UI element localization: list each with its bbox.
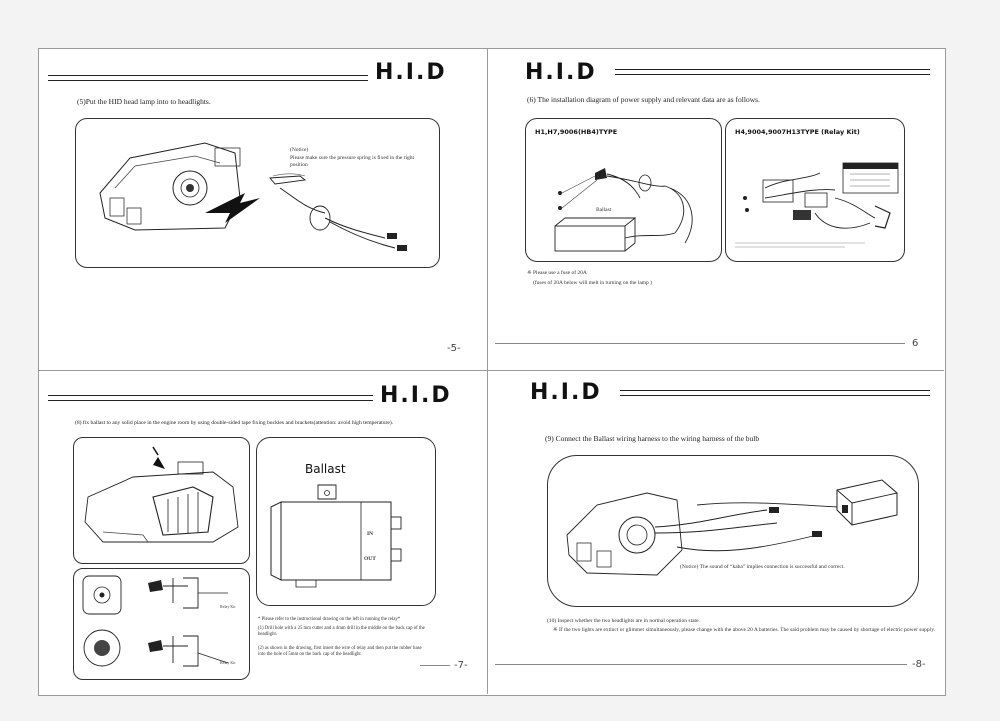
relay-note-intro: * Please refer to the instructional draw…	[258, 617, 401, 622]
relay-note-step-1: (1) Drill hole with a 25 mm cutter and a…	[258, 626, 425, 638]
title-rule	[620, 395, 930, 396]
ballast-in-label: IN	[367, 531, 374, 537]
horizontal-page-divider	[38, 370, 944, 371]
ballast-panel	[256, 437, 436, 606]
footer-rule	[495, 664, 907, 665]
title-rule	[615, 74, 930, 75]
h1-h7-panel	[525, 118, 722, 262]
engine-room-panel	[73, 437, 250, 564]
check-step-10-note: ※ If the two lights are extinct or glimm…	[553, 627, 935, 633]
step-9-text: (9) Connect the Ballast wiring harness t…	[545, 434, 760, 443]
relay-kit-label-1: Relay Kit	[220, 604, 236, 609]
title-rule	[620, 390, 930, 391]
title-rule	[48, 75, 368, 76]
page-number: -8-	[910, 659, 928, 670]
connection-notice: (Notice) The sound of “kaba” implies con…	[680, 564, 845, 570]
ballast-label: Ballast	[596, 207, 612, 213]
title-rule	[48, 400, 373, 401]
page-number: -7-	[454, 660, 468, 671]
footer-rule	[495, 343, 905, 344]
relay-kit-label-2: Relay Kit	[220, 660, 236, 665]
brand-title: H.I.D	[530, 380, 602, 405]
relay-install-illustration	[82, 575, 229, 667]
title-rule	[48, 395, 373, 396]
footer-rule	[420, 665, 450, 666]
step-5-text: (5)Put the HID head lamp into to headlig…	[77, 97, 211, 106]
title-rule	[48, 80, 368, 81]
notice-title: (Notice)	[290, 147, 309, 153]
title-rule	[615, 69, 930, 70]
fuse-note: ※ Please use a fuse of 20A	[527, 270, 587, 276]
ballast-title: Ballast	[305, 462, 346, 476]
ballast-out-label: OUT	[364, 556, 376, 562]
engine-room-illustration	[84, 446, 239, 543]
page-number: -5-	[447, 343, 461, 354]
step-6-text: (6) The installation diagram of power su…	[527, 95, 760, 104]
vertical-page-divider	[487, 48, 488, 694]
h4-relay-title: H4,9004,9007H13TYPE (Relay Kit)	[735, 128, 860, 136]
brand-title: H.I.D	[525, 60, 597, 85]
brand-title: H.I.D	[380, 383, 452, 408]
relay-note-step-2: (2) as shown in the drawing, first inser…	[258, 646, 422, 658]
brand-title: H.I.D	[375, 60, 447, 85]
headlamp-insert-illustration	[99, 142, 407, 251]
page-number: 6	[910, 338, 921, 349]
h1-h7-title: H1,H7,9006(HB4)TYPE	[535, 128, 618, 136]
ballast-connect-illustration	[566, 479, 898, 576]
step-9-figure-panel	[547, 455, 919, 607]
fuse-note-detail: (fuses of 20A below will melt in turning…	[533, 280, 652, 286]
step-8-text: (8) fix ballast to any solid place in th…	[75, 420, 394, 426]
h1-h7-wiring-diagram	[554, 168, 693, 252]
ballast-box-drawing	[270, 484, 402, 588]
notice-body: Please make sure the pressure spring is …	[290, 155, 415, 169]
check-step-10: (10) Inspect whether the two headlights …	[547, 618, 700, 624]
h4-relay-wiring-diagram	[735, 162, 899, 248]
